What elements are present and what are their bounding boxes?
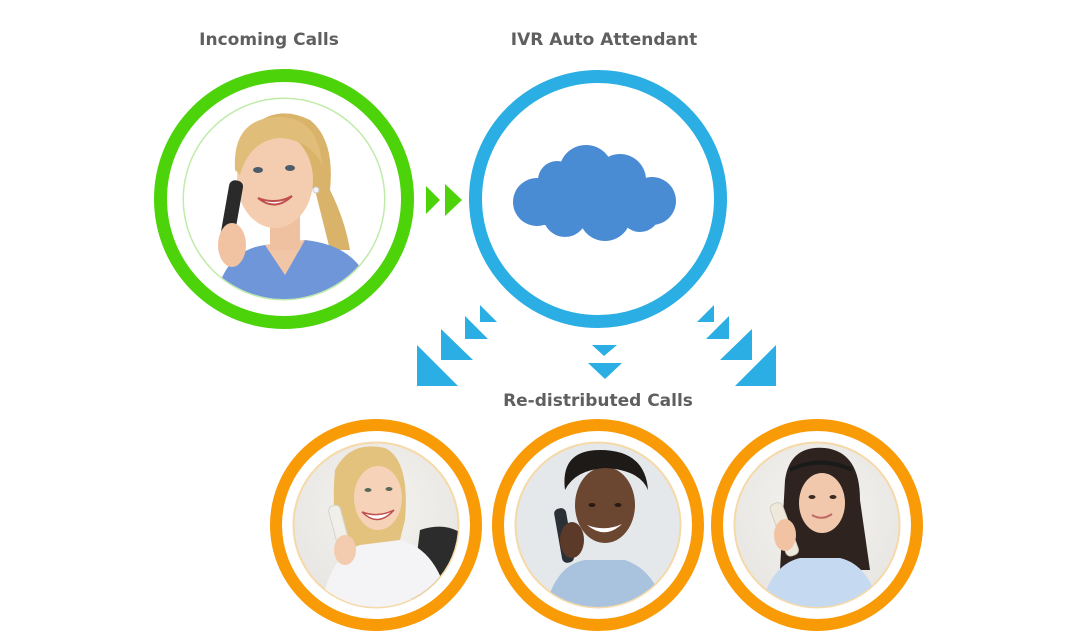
arrow-right-icon	[445, 184, 462, 216]
redistributed-calls-label: Re-distributed Calls	[503, 391, 693, 411]
agent-node-2	[492, 419, 704, 631]
cloud-icon	[513, 145, 676, 241]
incoming-caller-node	[154, 69, 414, 329]
incoming-calls-label: Incoming Calls	[199, 30, 339, 50]
arrow-down-icon	[592, 345, 617, 356]
arrow-down-left-icon	[417, 345, 458, 386]
arrow-down-right-icon	[720, 329, 752, 360]
blonde-woman-on-phone-photo	[320, 446, 458, 607]
arrow-down-left-icon	[441, 329, 473, 360]
agent-ring	[492, 419, 704, 631]
agent-ring	[270, 419, 482, 631]
man-on-phone-photo	[545, 450, 665, 607]
ivr-to-agent-right-arrows	[697, 305, 776, 386]
arrow-down-left-icon	[465, 316, 488, 339]
arrow-down-icon	[588, 363, 622, 379]
arrow-down-right-icon	[735, 345, 776, 386]
ivr-auto-attendant-label: IVR Auto Attendant	[510, 30, 698, 50]
arrow-down-left-icon	[480, 305, 497, 322]
arrow-right-icon	[426, 186, 440, 214]
ivr-node	[469, 70, 727, 328]
ivr-to-agent-left-arrows	[417, 305, 497, 386]
incoming-ring	[154, 69, 414, 329]
ivr-to-agent-middle-arrows	[588, 345, 622, 379]
woman-on-phone-photo	[184, 99, 384, 299]
arrow-down-right-icon	[697, 305, 714, 322]
incoming-to-ivr-arrows	[426, 184, 462, 216]
agent-node-1	[270, 419, 482, 631]
arrow-down-right-icon	[706, 316, 729, 339]
brunette-woman-on-phone-photo	[760, 447, 880, 607]
agent-ring	[711, 419, 923, 631]
agent-node-3	[711, 419, 923, 631]
